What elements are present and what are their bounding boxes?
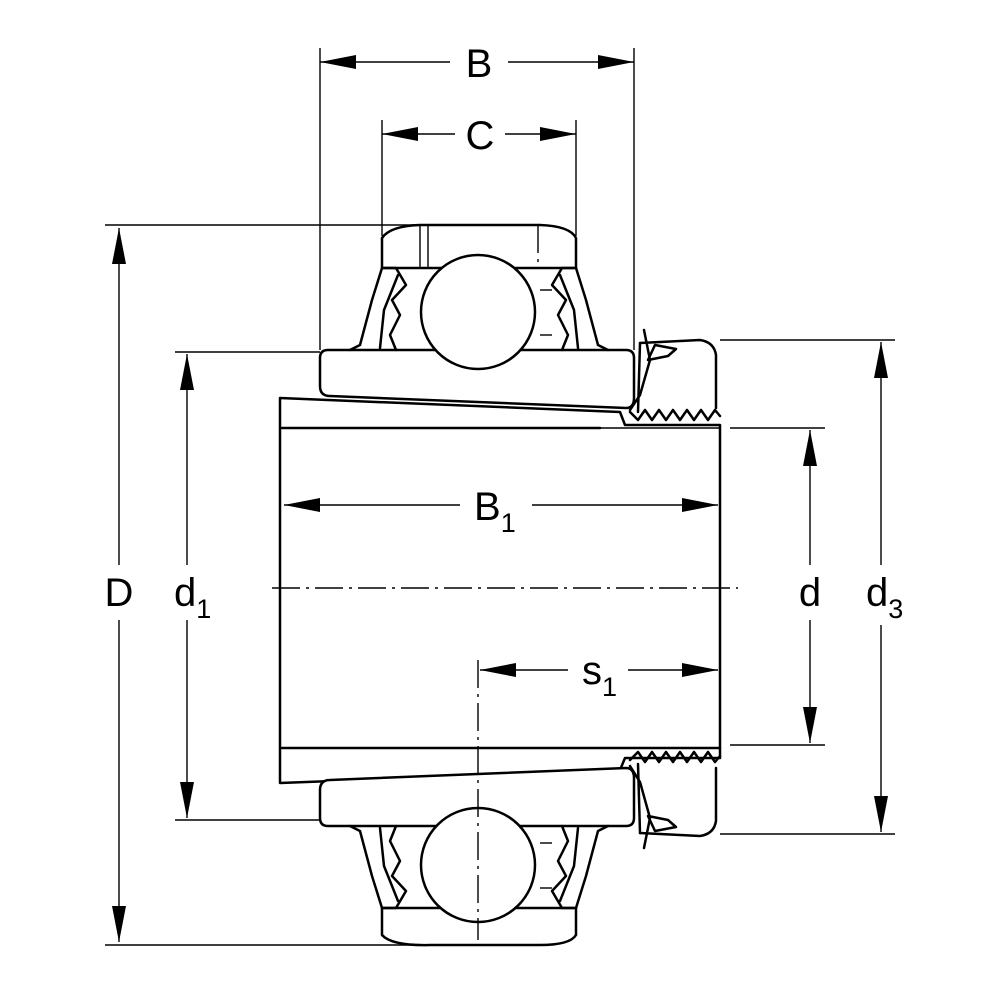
seal-left-top — [348, 266, 408, 352]
dimension-B1 — [284, 498, 718, 512]
inner-ring-bottom — [318, 766, 636, 828]
thread-bottom — [628, 750, 722, 764]
seal-right-top — [550, 266, 610, 352]
seal-left-bottom — [348, 824, 408, 910]
center-lines — [272, 587, 738, 940]
inner-ring-top — [318, 348, 636, 410]
label-D: D — [105, 571, 134, 615]
label-d3: d3 — [866, 571, 903, 624]
dimension-D — [112, 228, 126, 942]
shaft-body — [278, 396, 722, 785]
outer-ring-top — [380, 223, 578, 270]
label-B: B — [466, 42, 493, 86]
outer-ring-bottom — [380, 906, 578, 947]
dimension-d — [803, 430, 817, 743]
seal-right-bottom — [550, 824, 610, 910]
extension-lines — [105, 48, 895, 946]
label-d: d — [799, 571, 821, 615]
lock-collar-top — [628, 328, 718, 414]
label-C: C — [466, 114, 495, 158]
dimension-d3 — [874, 342, 888, 832]
dimension-C — [382, 127, 576, 141]
ball-top — [419, 253, 552, 371]
lock-collar-bottom — [628, 762, 718, 850]
dimension-s1 — [480, 663, 718, 677]
dimension-d1 — [180, 354, 194, 818]
label-B1: B1 — [474, 485, 516, 538]
thread-top — [628, 408, 722, 422]
label-d1: d1 — [174, 571, 211, 624]
dimension-B — [320, 55, 634, 69]
label-s1: s1 — [582, 649, 617, 702]
